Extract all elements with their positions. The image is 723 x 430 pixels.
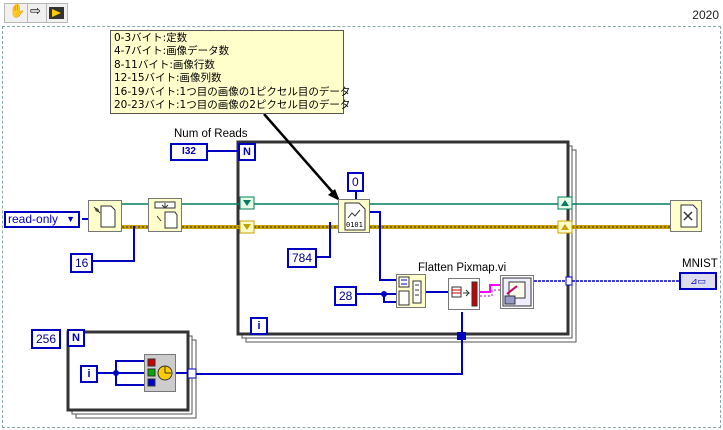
note-line: 12-15バイト:画像列数 (114, 72, 222, 85)
num-of-reads-label: Num of Reads (174, 128, 248, 140)
cluster-icon (147, 358, 173, 387)
arrow-right-icon: ⇨ (30, 4, 41, 19)
dropdown-arrow-icon: ▼ (66, 214, 75, 224)
close-file-icon (680, 204, 698, 228)
comment-note: 0-3バイト:定数 4-7バイト:画像データ数 8-11バイト:画像行数 12-… (110, 30, 351, 114)
close-file-node[interactable] (670, 200, 702, 232)
version-year: 2020 (692, 8, 719, 22)
lower-loop-iteration-terminal[interactable]: i (80, 365, 98, 383)
mnist-label: MNIST (682, 258, 718, 270)
flatten-pixmap-node[interactable] (448, 278, 480, 310)
toolbar: ✋ ⇨ 2020 (0, 0, 723, 26)
block-diagram[interactable] (2, 26, 721, 428)
note-line: 0-3バイト:定数 (114, 32, 188, 44)
reshape-array-node[interactable] (396, 274, 426, 308)
draw-picture-icon (502, 277, 532, 307)
svg-text:0101: 0101 (346, 221, 363, 229)
hand-icon: ✋ (9, 4, 26, 19)
loop-count-terminal[interactable]: N (238, 143, 256, 161)
note-line: 16-19バイト:1つ目の画像の1ピクセル目のデータ (114, 85, 351, 98)
access-mode-value: read-only (8, 212, 59, 226)
image-size-constant[interactable]: 28 (334, 286, 358, 306)
reshape-array-icon (398, 276, 422, 306)
draw-pixmap-node[interactable] (500, 275, 534, 309)
zero-constant[interactable]: 0 (347, 172, 364, 192)
num-of-reads-control[interactable]: I32 (170, 143, 208, 161)
file-position-icon (154, 201, 178, 229)
run-button[interactable] (46, 3, 68, 23)
access-mode-ring[interactable]: read-only ▼ (4, 211, 80, 228)
read-binary-file-node[interactable]: 0101 (338, 199, 370, 233)
set-file-position-node[interactable] (148, 198, 182, 232)
byte-count-constant[interactable]: 784 (287, 248, 318, 268)
build-cluster-node[interactable] (144, 354, 176, 392)
for-loop-main[interactable] (236, 140, 577, 343)
outer-count-constant[interactable]: 256 (31, 329, 62, 349)
note-line: 8-11バイト:画像行数 (114, 58, 215, 71)
note-line: 20-23バイト:1つ目の画像の2ピクセル目のデータ (114, 99, 351, 112)
open-file-node[interactable] (88, 200, 122, 232)
offset-constant[interactable]: 16 (70, 253, 94, 273)
flatten-pixmap-icon (451, 281, 478, 307)
note-line: 4-7バイト:画像データ数 (114, 45, 230, 58)
run-icon (49, 7, 64, 19)
mnist-indicator[interactable]: ⊿▭ (679, 272, 717, 290)
loop-iteration-terminal[interactable]: i (250, 317, 268, 335)
lower-loop-count-terminal[interactable]: N (67, 329, 85, 347)
read-binary-icon: 0101 (344, 202, 366, 231)
open-file-icon (93, 205, 116, 228)
flatten-pixmap-label: Flatten Pixmap.vi (418, 262, 507, 274)
